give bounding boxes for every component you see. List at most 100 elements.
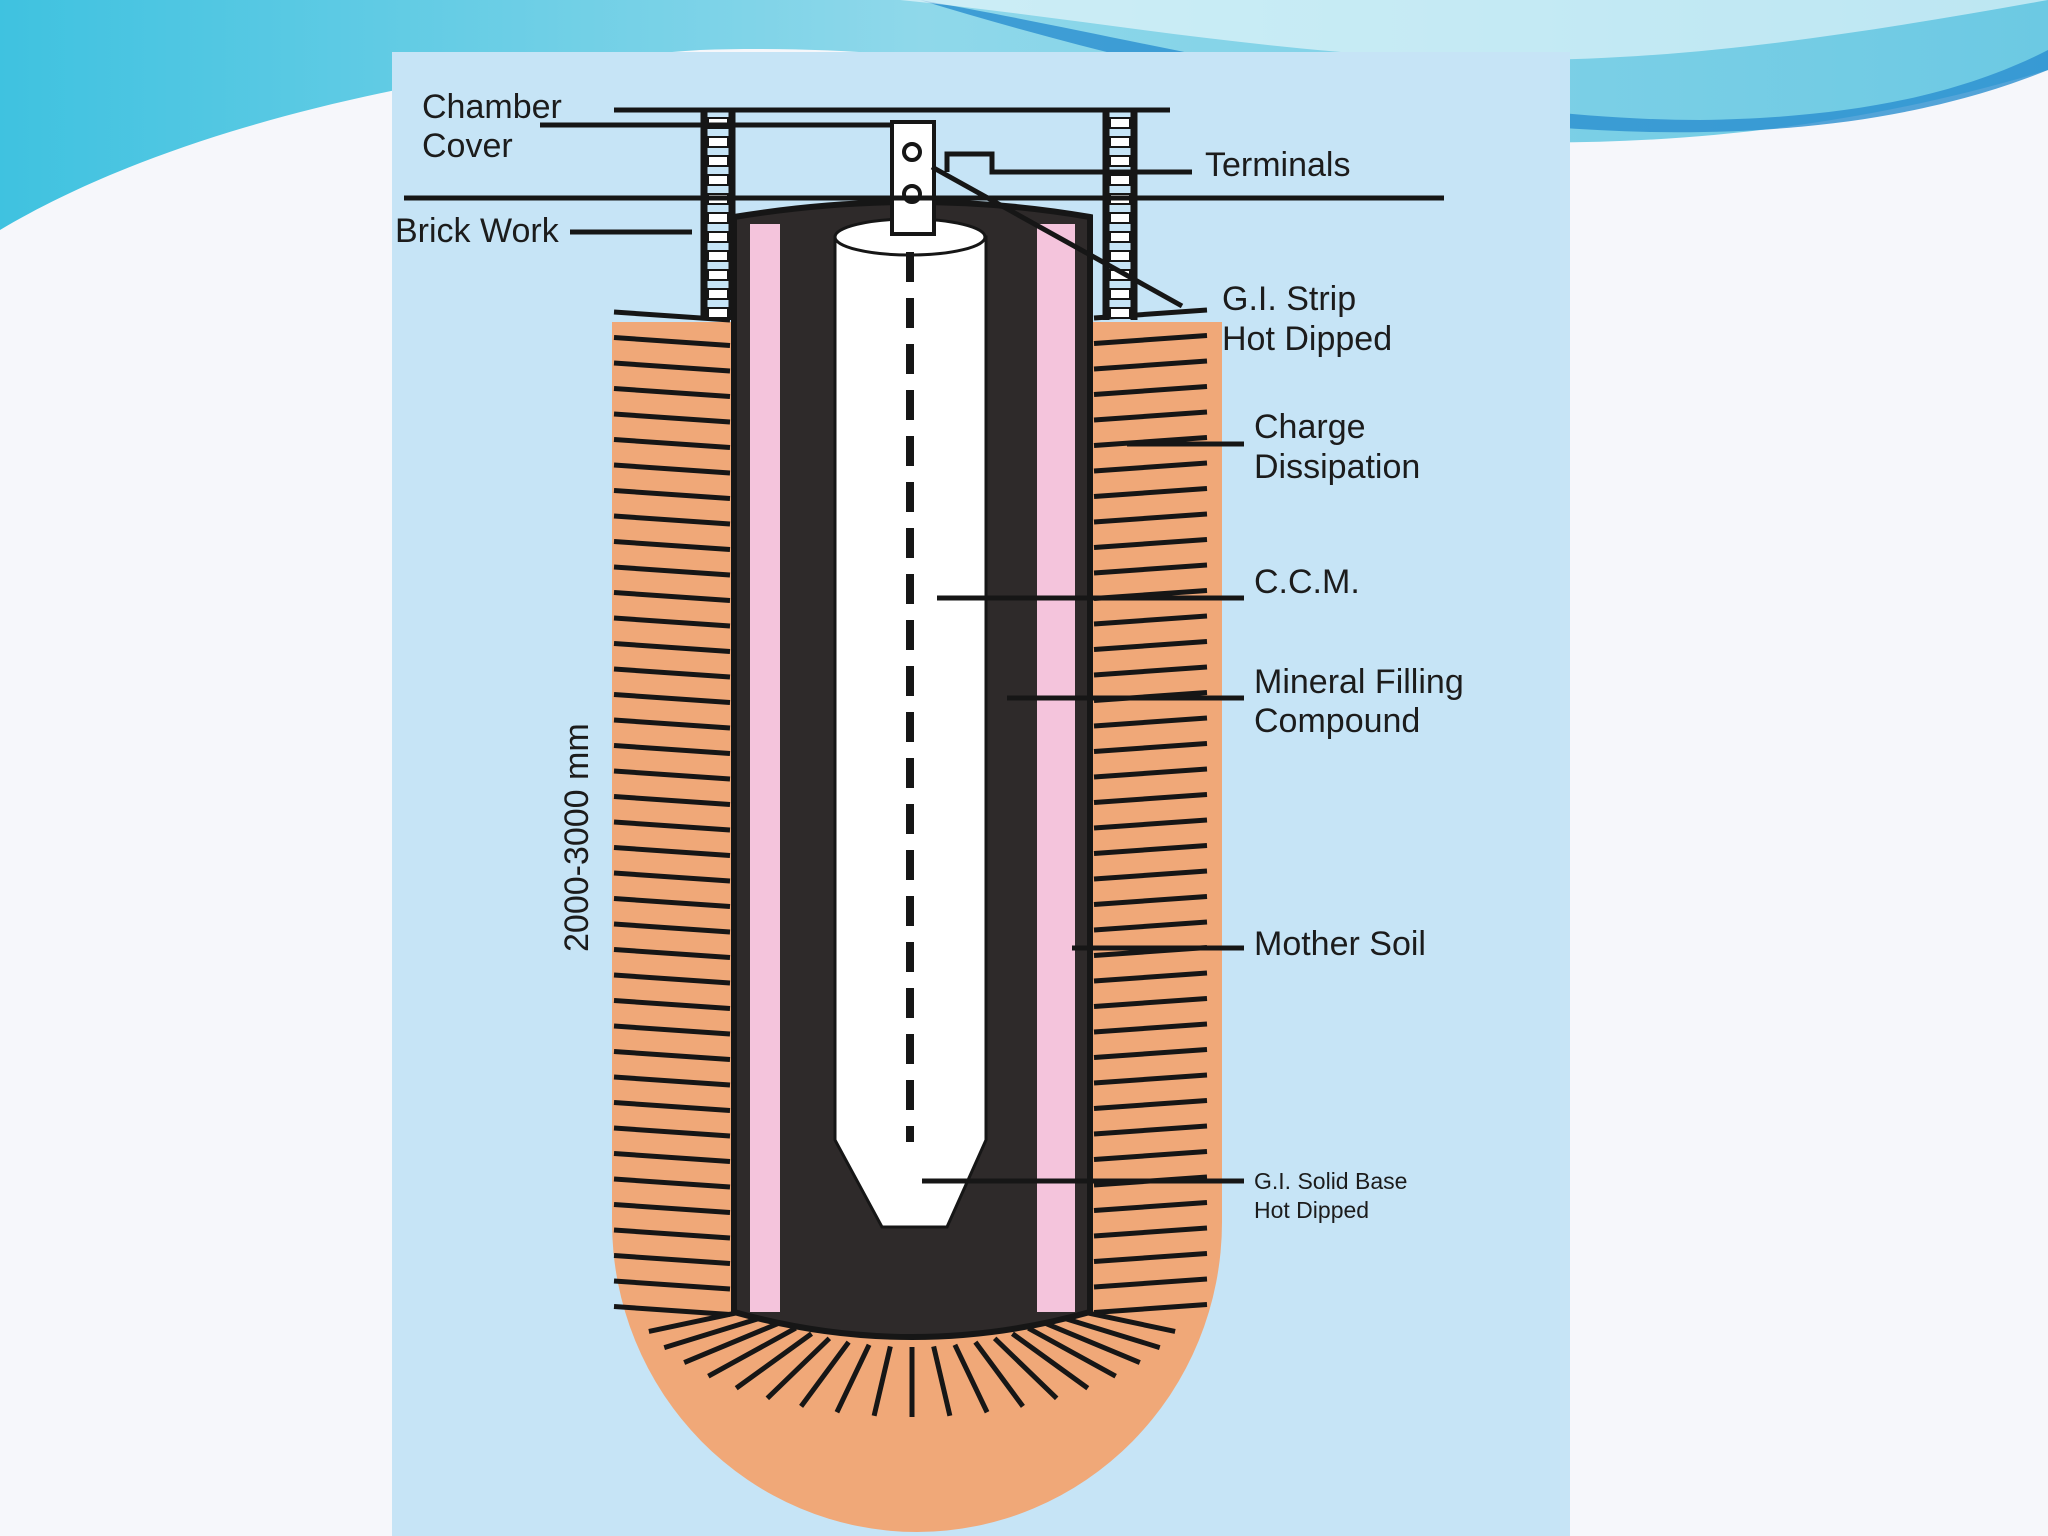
soil-hatch-line: [1093, 1021, 1208, 1035]
brick: [707, 269, 729, 281]
soil-hatch-line: [1093, 1098, 1208, 1111]
leader-lines: [570, 151, 1244, 1184]
brick: [1109, 174, 1131, 186]
soil-hatch-line: [613, 335, 731, 348]
soil-hatch-line: [613, 768, 731, 782]
label-gi-strip-1: G.I. Strip: [1222, 280, 1356, 318]
soil-hatch-line: [1093, 817, 1208, 831]
soil-hatch-line: [1093, 970, 1208, 984]
soil-hatch-line: [613, 998, 731, 1011]
terminal-block: [890, 120, 936, 236]
brick: [707, 288, 729, 300]
soil-hatch-line: [613, 1176, 731, 1190]
soil-hatch-line: [1093, 486, 1208, 499]
soil-hatch-line: [613, 1125, 731, 1139]
soil-hatch-line: [1093, 1251, 1208, 1264]
soil-hatch-line: [613, 1151, 731, 1164]
soil-hatch-line: [613, 947, 731, 960]
soil-hatch-line: [613, 1049, 731, 1062]
brick: [1109, 212, 1131, 224]
brick: [1109, 155, 1131, 167]
label-solid-base-1: G.I. Solid Base: [1254, 1168, 1407, 1194]
soil-hatch-line: [1093, 996, 1208, 1009]
soil-hatch-line: [1093, 1200, 1208, 1213]
brick: [707, 250, 729, 262]
soil-hatch-line: [613, 539, 731, 552]
soil-hatch-line: [613, 462, 731, 476]
terminal-upper: [902, 142, 922, 162]
brick: [1109, 231, 1131, 243]
label-solid-base-2: Hot Dipped: [1254, 1197, 1369, 1223]
soil-hatch-line: [1093, 741, 1208, 754]
soil-hatch-line: [613, 488, 731, 501]
brick: [707, 136, 729, 148]
soil-radial-line: [1052, 1312, 1161, 1350]
soil-hatch-line: [613, 870, 731, 884]
soil-hatch-line: [1093, 613, 1208, 627]
soil-hatch-line: [613, 717, 731, 731]
soil-hatch-line: [1093, 1047, 1208, 1060]
label-chamber-cover-2: Cover: [422, 127, 513, 165]
pink-layer-left: [750, 224, 780, 1312]
soil-hatch-line: [1093, 843, 1208, 856]
soil-hatch-line: [1093, 1123, 1208, 1137]
brick: [707, 174, 729, 186]
soil-hatch-line: [1093, 1276, 1208, 1290]
soil-hatch-line: [613, 1253, 731, 1266]
label-mineral-2: Compound: [1254, 702, 1420, 740]
soil-hatch-line: [1093, 868, 1208, 882]
soil-hatch-line: [613, 972, 731, 986]
soil-hatch-line: [613, 437, 731, 450]
soil-hatch-line: [1093, 460, 1208, 474]
soil-hatch-line: [613, 564, 731, 578]
soil-hatch-line: [613, 845, 731, 858]
brick: [707, 212, 729, 224]
soil-hatch-line: [1093, 792, 1208, 805]
soil-radial-line: [1010, 1331, 1090, 1391]
soil-hatch-line: [613, 411, 731, 425]
soil-radial-line: [683, 1319, 783, 1365]
soil-hatch-line: [1093, 766, 1208, 780]
brick: [707, 155, 729, 167]
brick: [707, 231, 729, 243]
soil-radial-line: [765, 1336, 832, 1401]
header-wave-light: [900, 0, 2048, 60]
soil-radial-line: [931, 1345, 953, 1417]
soil-hatch-line: [613, 819, 731, 833]
label-depth: 2000-3000 mm: [558, 723, 596, 952]
label-chamber-cover-1: Chamber: [422, 88, 562, 126]
soil-hatch-line: [613, 921, 731, 935]
soil-hatch-line: [613, 794, 731, 807]
brick: [1109, 136, 1131, 148]
soil-radial-line: [834, 1343, 872, 1414]
soil-hatch-line: [613, 1202, 731, 1215]
soil-hatch-line: [1093, 537, 1208, 550]
soil-hatch-line: [613, 692, 731, 705]
soil-hatch-line: [613, 1278, 731, 1292]
label-ccm: C.C.M.: [1254, 563, 1360, 601]
soil-hatch-line: [613, 1100, 731, 1113]
soil-hatch-line: [1093, 1072, 1208, 1086]
brick: [707, 307, 729, 319]
soil-hatch-line: [1093, 1225, 1208, 1239]
soil-radial-line: [663, 1312, 772, 1350]
label-brick-work: Brick Work: [395, 212, 560, 250]
pink-layer-right: [1037, 224, 1075, 1312]
soil-hatch-line: [1093, 715, 1208, 729]
soil-radial-line: [871, 1345, 893, 1417]
label-gi-strip-2: Hot Dipped: [1222, 320, 1392, 358]
label-terminals: Terminals: [1205, 146, 1350, 184]
soil-hatch-line: [1093, 1149, 1208, 1162]
soil-hatch-line: [613, 743, 731, 756]
soil-radial-lines: [648, 1305, 1176, 1417]
soil-radial-line: [973, 1340, 1025, 1408]
soil-radial-line: [1027, 1325, 1117, 1379]
soil-hatch-line: [1093, 562, 1208, 576]
brick: [1109, 117, 1131, 129]
soil-hatch-line: [1093, 358, 1208, 372]
brick: [1109, 288, 1131, 300]
brick-work-left: [700, 110, 736, 320]
soil-radial-line: [707, 1325, 797, 1379]
brick: [1109, 250, 1131, 262]
soil-hatch-line: [1093, 409, 1208, 423]
